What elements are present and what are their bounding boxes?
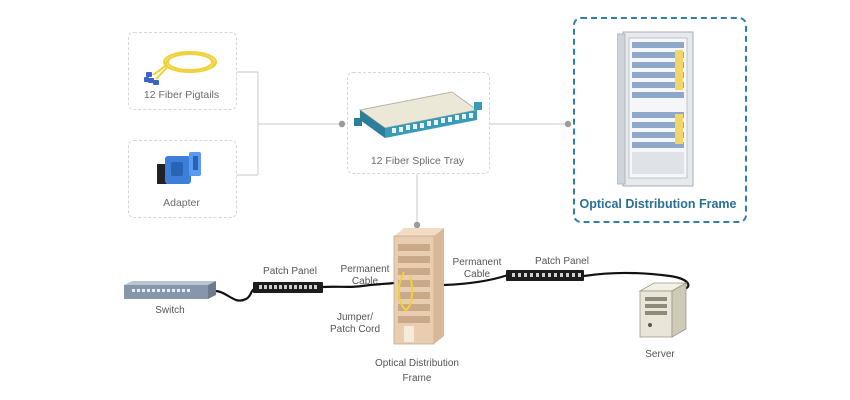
fiber-adapter-icon (157, 152, 201, 184)
splice-tray-icon (354, 91, 482, 138)
permanent-cable-left-label: Permanent Cable (330, 264, 400, 288)
server-label: Server (645, 349, 675, 360)
permanent-cable-right-label: Permanent Cable (442, 257, 512, 281)
odf-cabinet-icon (617, 31, 694, 187)
patch-panel-right-label: Patch Panel (535, 256, 589, 267)
connector-dot-odf (564, 120, 572, 128)
cable-panel-to-odf (321, 281, 396, 289)
distribution-frame-line2: Frame (402, 373, 432, 384)
server-icon (638, 282, 688, 338)
switch-label: Switch (155, 305, 185, 316)
patch-panel-left-icon (253, 282, 323, 293)
connector-dot-tray (338, 120, 346, 128)
jumper-line1: Jumper/ (336, 312, 374, 323)
patch-panel-right-icon (506, 270, 584, 281)
switch-icon (124, 281, 216, 299)
adapter-label: Adapter (163, 197, 200, 209)
fiber-pigtails-icon (144, 51, 217, 85)
pigtails-label: 12 Fiber Pigtails (143, 89, 220, 101)
permanent-cable-right-line2: Cable (463, 269, 491, 280)
cable-odf-to-panel (443, 273, 509, 287)
jumper-line2: Patch Cord (329, 324, 381, 335)
splice-tray-label: 12 Fiber Splice Tray (370, 155, 465, 167)
jumper-label: Jumper/ Patch Cord (322, 312, 388, 336)
permanent-cable-left-line2: Cable (351, 276, 379, 287)
distribution-frame-icon (393, 228, 444, 345)
cable-switch-to-panel (215, 286, 257, 302)
odf-cabinet-label: Optical Distribution Frame (579, 197, 737, 211)
connector-dot-frame (413, 221, 421, 229)
permanent-cable-right-line1: Permanent (452, 257, 502, 268)
distribution-frame-line1: Optical Distribution (375, 358, 459, 369)
distribution-frame-label: Optical Distribution Frame (362, 356, 472, 386)
permanent-cable-left-line1: Permanent (340, 264, 390, 275)
patch-panel-left-label: Patch Panel (263, 266, 317, 277)
cable-panel-to-server (583, 271, 690, 291)
